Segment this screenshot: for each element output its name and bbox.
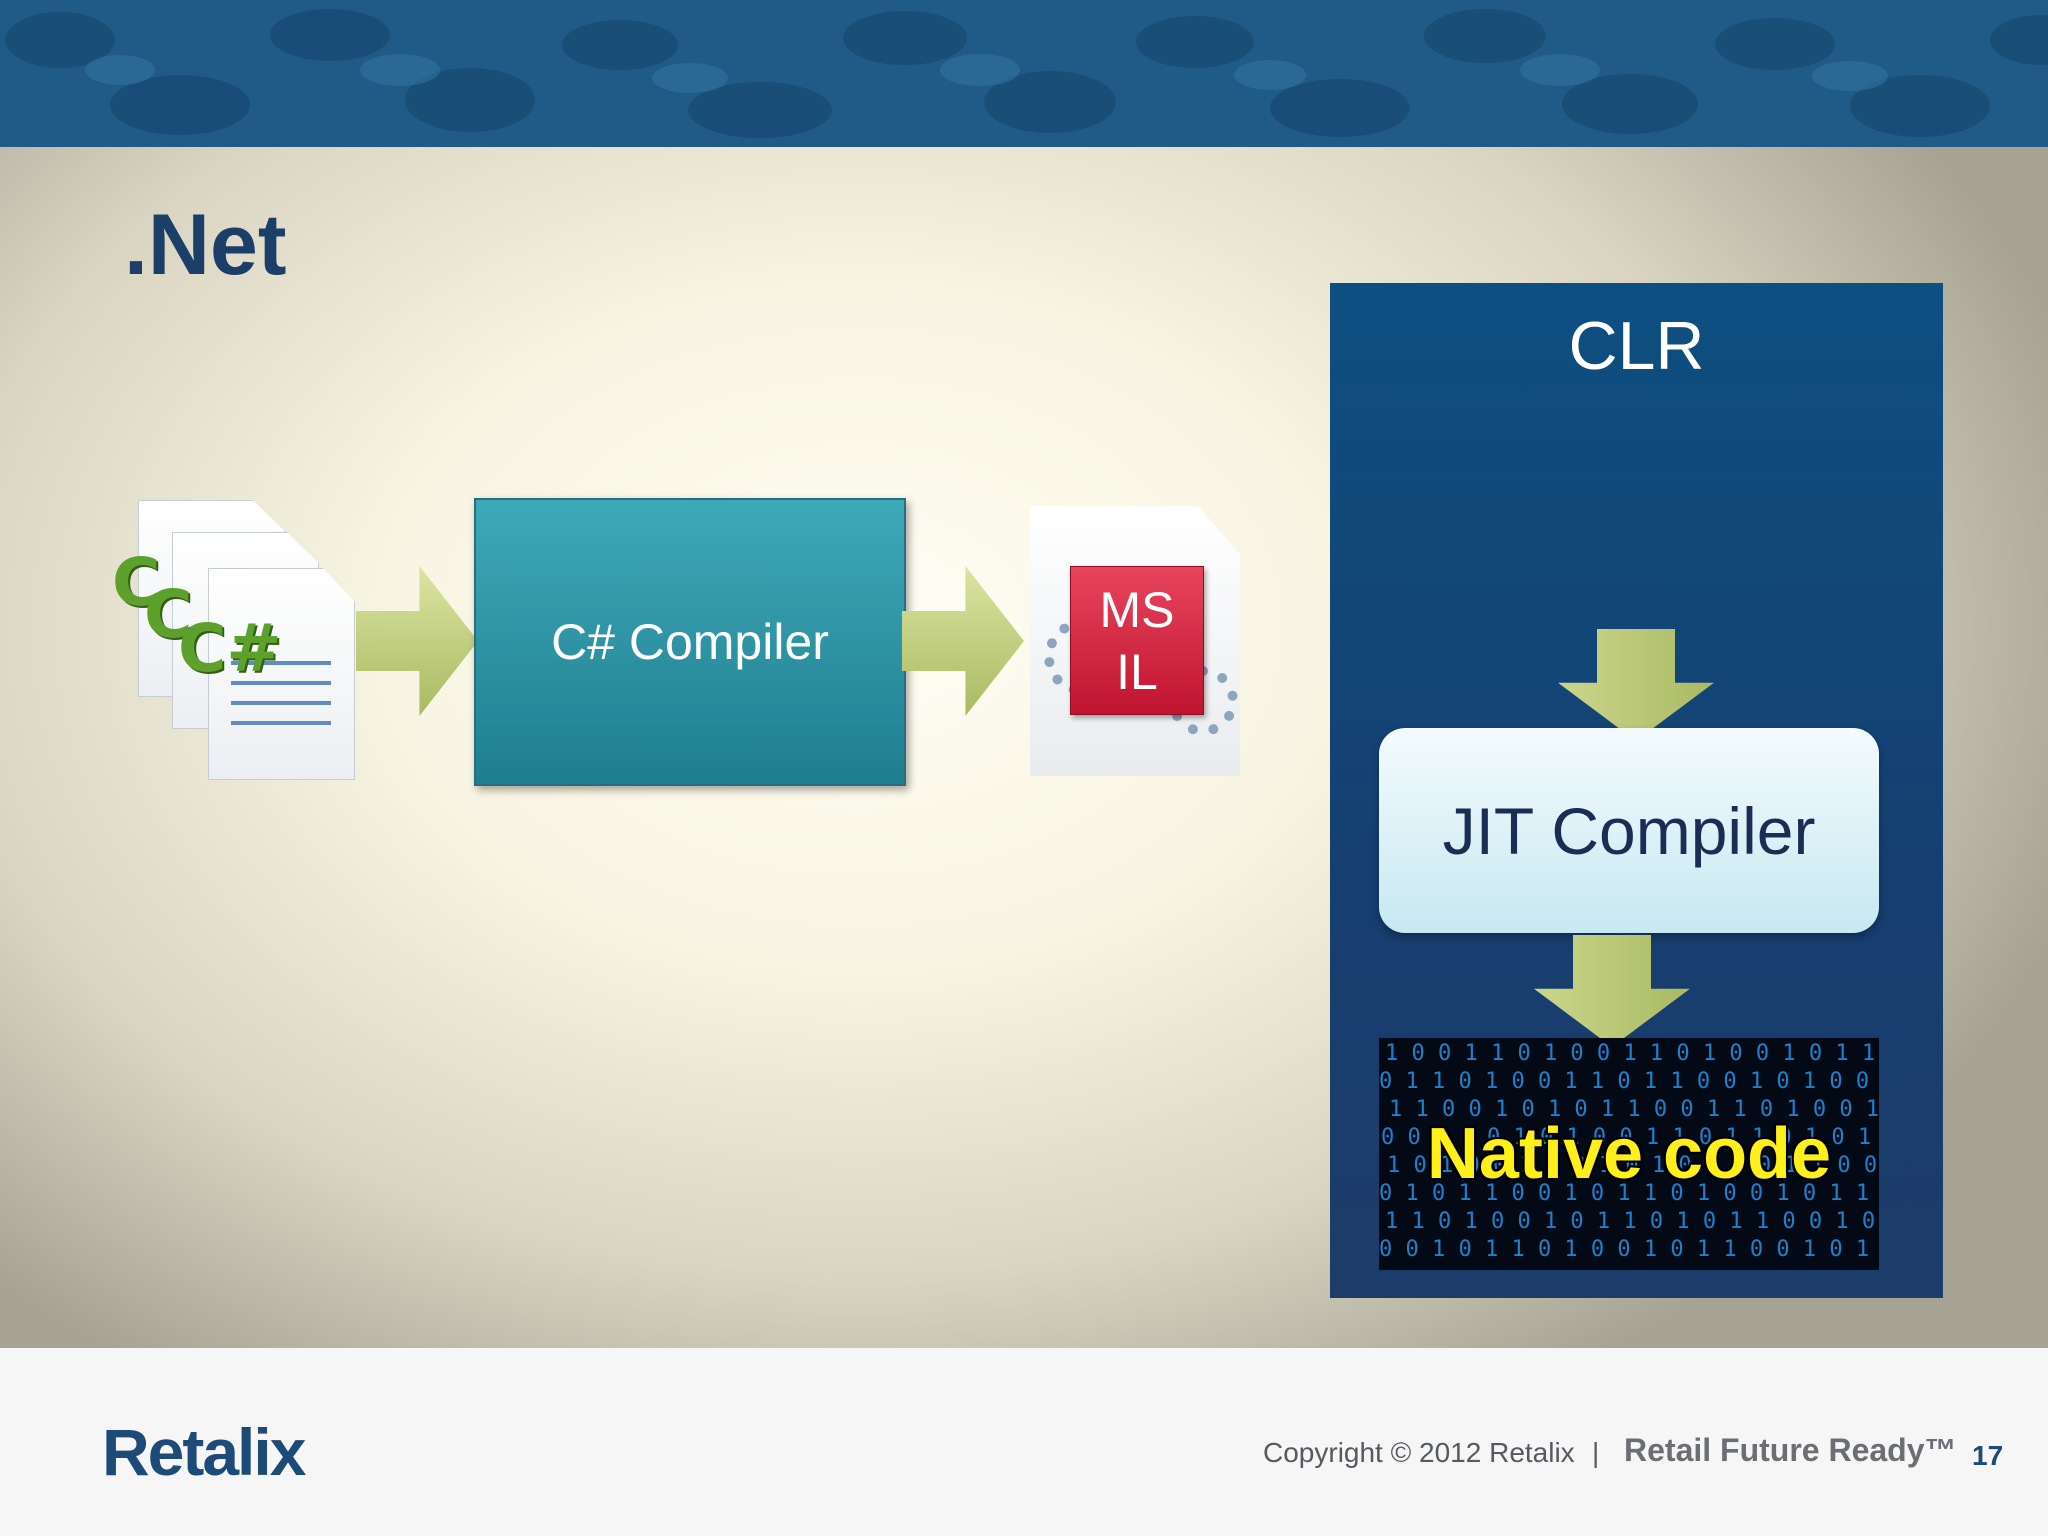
msil-badge: MS IL: [1070, 566, 1204, 715]
arrow-down-icon: [1558, 629, 1714, 741]
msil-line1: MS: [1099, 581, 1175, 638]
msil-line2: IL: [1116, 643, 1158, 700]
svg-text:1 0 1 0 0 1 1 0 1 0 1 0 0 1 0: 1 0 1 0 0 1 1 0 1 0 1 0 0 1 0 1 1 0 0 1 …: [1387, 1153, 1879, 1178]
jit-compiler-box: JIT Compiler: [1379, 728, 1879, 933]
svg-text:1 0 0 1 1 0 1 0 0 1 1 0 1 0 0: 1 0 0 1 1 0 1 0 0 1 1 0 1 0 0 1 0 1 1 0 …: [1385, 1041, 1879, 1066]
svg-text:0 1 0 1 1 0 0 1 0 1 1 0 1 0 0: 0 1 0 1 1 0 0 1 0 1 1 0 1 0 0 1 0 1 1 0 …: [1379, 1181, 1879, 1206]
footer-separator: |: [1592, 1437, 1600, 1468]
native-code-image: 1 0 0 1 1 0 1 0 0 1 1 0 1 0 0 1 0 1 1 0 …: [1379, 1038, 1879, 1270]
svg-text:0 1 1 0 1 0 0 1 1 0 1 1 0 0 1: 0 1 1 0 1 0 0 1 1 0 1 1 0 0 1 0 1 0 0 1 …: [1379, 1069, 1879, 1094]
clr-title: CLR: [1568, 308, 1705, 384]
text-line: [231, 721, 331, 725]
csharp-source-files-icon: C C C#: [108, 500, 378, 790]
csharp-glyph: C: [112, 544, 161, 621]
native-code-label: Native code: [1426, 1114, 1832, 1194]
csharp-compiler-box: C# Compiler: [474, 498, 906, 786]
text-line: [231, 681, 331, 685]
csharp-compiler-label: C# Compiler: [551, 614, 829, 670]
retalix-logo: Retalix: [102, 1415, 306, 1489]
footer-tagline: Retail Future Ready™: [1624, 1432, 1957, 1468]
csharp-glyph: C: [144, 576, 193, 653]
footer: [0, 1348, 2048, 1536]
svg-text:1 1 0 1 0 0 1 0 1 1 0 1 0 1 1: 1 1 0 1 0 0 1 0 1 1 0 1 0 1 1 0 0 1 0 1 …: [1385, 1209, 1879, 1234]
svg-text:1 1 0 0 1 0 1 0 1 1 0 0 1 1 0: 1 1 0 0 1 0 1 0 1 1 0 0 1 1 0 1 0 0 1 0 …: [1389, 1097, 1879, 1122]
slide-title: .Net: [124, 197, 287, 293]
clr-panel: CLR JIT Compiler 1 0 0 1 1 0 1 0 0 1 1 0…: [1330, 283, 1943, 1298]
page-number: 17: [1972, 1440, 2004, 1471]
copyright-text: Copyright © 2012 Retalix: [1263, 1437, 1575, 1468]
binary-digits-background: 1 0 0 1 1 0 1 0 0 1 1 0 1 0 0 1 0 1 1 0 …: [1379, 1041, 1879, 1262]
csharp-glyph: C#: [178, 610, 282, 687]
source-page: [208, 568, 355, 780]
svg-text:0 0 1 0 1 1 0 1 0 0 1 0 1 1 0: 0 0 1 0 1 1 0 1 0 0 1 0 1 1 0 0 1 0 1 1 …: [1379, 1237, 1879, 1262]
banner-pattern: [5, 9, 2048, 138]
arrow-down-icon: [1534, 935, 1690, 1047]
text-line: [231, 661, 331, 665]
header-banner: [0, 0, 2048, 147]
jit-compiler-label: JIT Compiler: [1442, 793, 1816, 868]
text-line: [231, 701, 331, 705]
svg-text:0 0 1 1 0 1 0 1 0 0 1 1 0 1 1: 0 0 1 1 0 1 0 1 0 0 1 1 0 1 1 0 1 0 1 1 …: [1381, 1125, 1879, 1150]
